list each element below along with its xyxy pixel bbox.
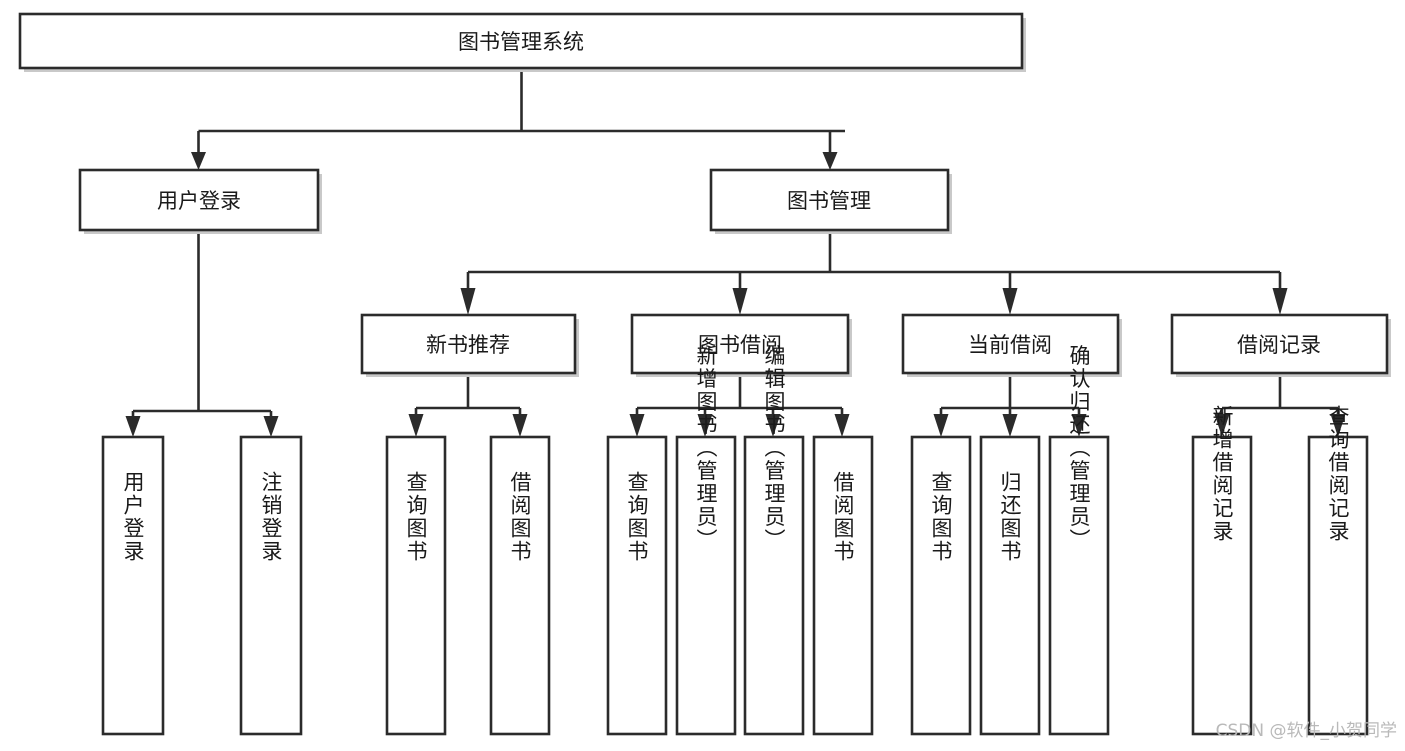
arrow-to-leaf-query-record [1330, 414, 1346, 437]
leaf-edit-book[interactable]: 编辑图书（管理员） [743, 345, 805, 736]
node-new-book-recommend-label: 新书推荐 [426, 333, 510, 357]
leaf-logout-login-box[interactable] [239, 435, 303, 736]
leaf-return-book[interactable]: 归还图书 [979, 435, 1041, 736]
leaf-query-book-1[interactable]: 查询图书 [385, 435, 447, 736]
arrow-to-current-borrow [1002, 288, 1018, 315]
arrow-to-leaf-add-book [697, 414, 713, 437]
arrow-to-leaf-query-book-2 [629, 414, 645, 437]
leaf-add-book-label: 新增图书（管理员） [694, 345, 718, 552]
node-borrow-record-label: 借阅记录 [1237, 333, 1321, 357]
node-user-login-box[interactable] [78, 168, 320, 232]
arrow-to-leaf-borrow-book-2 [834, 414, 850, 437]
node-current-borrow[interactable]: 当前借阅 [901, 313, 1122, 377]
node-book-management[interactable]: 图书管理 [709, 168, 952, 234]
leaf-add-record[interactable]: 新增借阅记录 [1191, 405, 1253, 736]
arrow-to-leaf-logout-login [263, 416, 279, 437]
node-new-book-recommend[interactable]: 新书推荐 [360, 313, 579, 377]
arrow-to-user-login [191, 152, 206, 170]
leaf-edit-book-label: 编辑图书（管理员） [762, 345, 786, 552]
arrow-to-leaf-query-book-3 [933, 414, 949, 437]
node-book-borrow-label: 图书借阅 [698, 333, 782, 357]
arrow-to-leaf-confirm-return [1071, 414, 1087, 437]
node-borrow-record[interactable]: 借阅记录 [1170, 313, 1391, 377]
node-book-borrow[interactable]: 图书借阅 [630, 313, 852, 377]
node-borrow-record-box[interactable] [1170, 313, 1389, 375]
arrow-to-leaf-edit-book [765, 414, 781, 437]
leaf-logout-login[interactable]: 注销登录 [239, 435, 303, 736]
arrow-to-book-management [822, 152, 838, 170]
leaf-logout-login-label: 注销登录 [259, 471, 283, 563]
leaf-query-book-3[interactable]: 查询图书 [910, 435, 972, 736]
arrow-to-leaf-add-record [1214, 414, 1230, 437]
leaf-query-book-2-label: 查询图书 [625, 471, 649, 563]
leaf-add-record-box[interactable] [1191, 435, 1253, 736]
leaf-add-book[interactable]: 新增图书（管理员） [675, 345, 737, 736]
leaf-return-book-label: 归还图书 [998, 471, 1022, 563]
node-book-borrow-box[interactable] [630, 313, 850, 375]
leaf-confirm-return[interactable]: 确认归还（管理员） [1048, 345, 1110, 736]
arrow-to-leaf-borrow-book-1 [512, 414, 528, 437]
leaf-borrow-book-1-label: 借阅图书 [508, 471, 532, 563]
node-new-book-recommend-box[interactable] [360, 313, 577, 375]
leaf-borrow-book-2-box[interactable] [812, 435, 874, 736]
leaf-add-book-box[interactable] [675, 435, 737, 736]
node-user-login[interactable]: 用户登录 [78, 168, 322, 234]
leaf-user-login-box[interactable] [101, 435, 165, 736]
leaf-query-book-2-box[interactable] [606, 435, 668, 736]
node-book-management-box[interactable] [709, 168, 950, 232]
node-root[interactable]: 图书管理系统 [18, 12, 1026, 72]
leaf-confirm-return-label: 确认归还（管理员） [1067, 345, 1091, 552]
leaf-edit-book-box[interactable] [743, 435, 805, 736]
node-current-borrow-label: 当前借阅 [968, 333, 1052, 357]
node-root-label: 图书管理系统 [458, 30, 584, 54]
arrow-to-new-book-recommend [460, 288, 476, 315]
node-book-management-label: 图书管理 [787, 189, 871, 213]
leaf-borrow-book-1[interactable]: 借阅图书 [489, 435, 551, 736]
node-root-box[interactable] [18, 12, 1024, 70]
leaf-query-record-box[interactable] [1307, 435, 1369, 736]
leaf-query-book-1-label: 查询图书 [404, 471, 428, 563]
leaf-query-book-3-box[interactable] [910, 435, 972, 736]
leaf-query-book-2[interactable]: 查询图书 [606, 435, 668, 736]
leaf-query-book-3-label: 查询图书 [929, 471, 953, 563]
connector-layer [125, 68, 1346, 437]
leaf-return-book-box[interactable] [979, 435, 1041, 736]
leaf-borrow-book-2[interactable]: 借阅图书 [812, 435, 874, 736]
leaf-user-login[interactable]: 用户登录 [101, 435, 165, 736]
arrow-to-leaf-return-book [1002, 414, 1018, 437]
leaf-confirm-return-box[interactable] [1048, 435, 1110, 736]
arrow-to-leaf-user-login [125, 416, 141, 437]
leaf-add-record-label: 新增借阅记录 [1210, 405, 1234, 543]
leaf-query-book-1-box[interactable] [385, 435, 447, 736]
leaf-borrow-book-1-box[interactable] [489, 435, 551, 736]
leaf-borrow-book-2-label: 借阅图书 [831, 471, 855, 563]
leaf-query-record[interactable]: 查询借阅记录 [1307, 405, 1369, 736]
leaf-user-login-label: 用户登录 [121, 471, 145, 563]
arrow-to-leaf-query-book-1 [408, 414, 424, 437]
node-user-login-label: 用户登录 [157, 189, 241, 213]
arrow-to-borrow-record [1272, 288, 1288, 315]
node-current-borrow-box[interactable] [901, 313, 1120, 375]
arrow-to-book-borrow [732, 288, 748, 315]
leaf-query-record-label: 查询借阅记录 [1326, 405, 1350, 543]
